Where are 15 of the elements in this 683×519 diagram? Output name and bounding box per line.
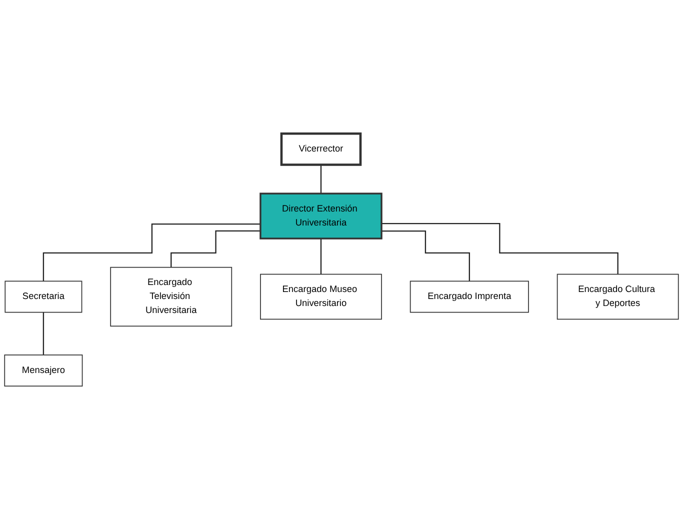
connector: [382, 230, 470, 282]
connector: [42, 311, 44, 356]
node-box: Secretaria: [4, 280, 82, 312]
connector: [42, 223, 260, 282]
node-box: Encargado Museo Universitario: [260, 273, 382, 320]
node-box: Director Extensión Universitaria: [260, 192, 382, 240]
node-box: Encargado Televisión Universitaria: [110, 266, 232, 326]
connector: [320, 238, 322, 274]
node-box: Vicerrector: [280, 132, 362, 166]
connector: [320, 164, 322, 194]
connector: [382, 222, 618, 274]
node-box: Mensajero: [4, 354, 83, 386]
node-box: Encargado Imprenta: [410, 280, 529, 312]
connector: [170, 230, 260, 268]
node-box: Encargado Cultura y Deportes: [556, 273, 679, 320]
